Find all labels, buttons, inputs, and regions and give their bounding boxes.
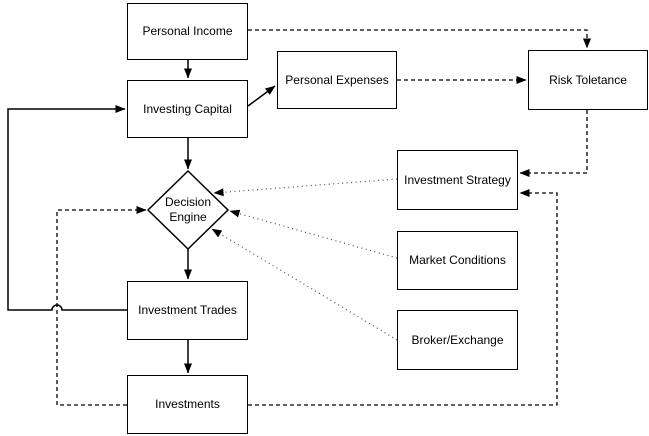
node-risk-toletance: Risk Toletance [528, 50, 648, 110]
node-investment-trades: Investment Trades [127, 281, 248, 340]
edge-risk-toletance-to-investment-strategy [519, 110, 588, 177]
node-investing-capital: Investing Capital [127, 80, 248, 138]
decision-engine-shape [146, 169, 230, 251]
node-personal-income: Personal Income [127, 3, 248, 60]
node-broker-exchange: Broker/Exchange [397, 310, 518, 370]
edge-market-conditions-to-decision-engine [229, 209, 398, 259]
node-investments: Investments [127, 375, 248, 434]
node-label: Decision Engine [164, 195, 212, 224]
node-label: Broker/Exchange [411, 332, 504, 347]
node-label: Investment Trades [138, 303, 237, 317]
edge-investment-strategy-to-decision-engine [213, 178, 398, 197]
node-label: Market Conditions [409, 253, 506, 267]
node-label: Personal Income [142, 24, 233, 38]
edge-investments-to-investment-strategy [248, 189, 558, 406]
node-investment-strategy: Investment Strategy [397, 150, 518, 210]
node-label: Investing Capital [143, 101, 232, 116]
node-label: Risk Toletance [549, 72, 627, 87]
node-label: Personal Expenses [285, 72, 389, 87]
edge-investments-to-decision-engine [56, 206, 147, 406]
node-market-conditions: Market Conditions [397, 231, 518, 290]
edge-investing-capital-to-personal-expenses [247, 85, 276, 107]
edge-personal-income-to-risk-toletance [248, 29, 591, 49]
node-decision-engine: Decision Engine [153, 171, 223, 249]
node-label: Investment Strategy [404, 172, 511, 187]
edge-investment-trades-to-investing-capital [7, 105, 127, 311]
node-label: Investments [155, 397, 220, 411]
node-personal-expenses: Personal Expenses [277, 51, 397, 109]
